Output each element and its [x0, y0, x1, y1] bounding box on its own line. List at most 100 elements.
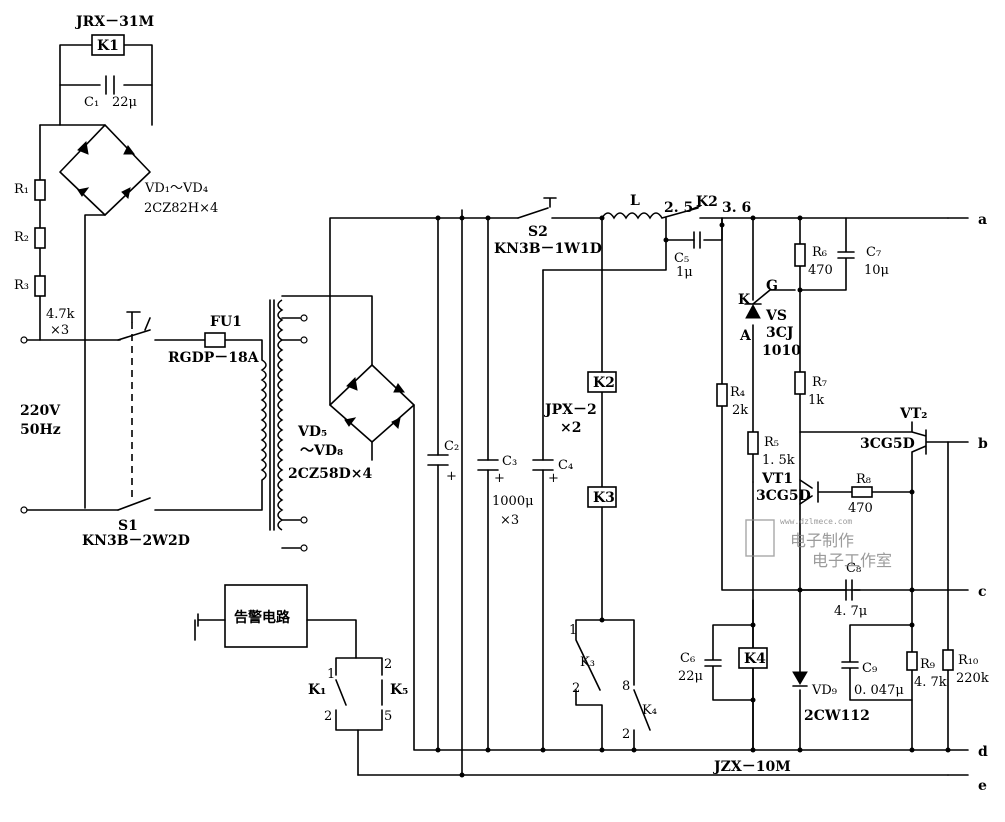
k3-coil-label: K3 — [593, 490, 615, 506]
c2-plus: + — [446, 469, 457, 484]
r5-label: R₅ — [764, 435, 779, 450]
k4-name: K₄ — [642, 703, 657, 718]
k1-coil-label: K1 — [97, 38, 119, 54]
bridge2-model: 2CZ58D×4 — [288, 466, 372, 482]
k2-coil — [587, 371, 617, 393]
k3-name: K₃ — [580, 655, 595, 670]
scr-g: G — [766, 278, 778, 294]
r4-label: R₄ — [730, 385, 745, 400]
terminal-d: d — [978, 744, 988, 760]
mains-input — [20, 311, 263, 514]
alarm-p1: 1 — [327, 667, 335, 682]
c8-label: C₈ — [846, 561, 861, 576]
k2-coil-label: K2 — [593, 375, 615, 391]
watermark-text1: 电子制作 — [790, 531, 854, 550]
vt2-label: VT₂ — [899, 406, 927, 422]
r-count: ×3 — [50, 323, 69, 338]
c5-value: 1μ — [676, 265, 693, 280]
c2-label: C₂ — [444, 439, 459, 454]
s1-label: S1 — [118, 518, 138, 534]
alarm-p2b: 2 — [324, 709, 332, 724]
k3-coil — [587, 486, 617, 508]
k4-pin2: 2 — [622, 727, 630, 742]
s2-model: KN3B－1W1D — [494, 241, 602, 257]
terminal-mains-1[interactable] — [20, 336, 28, 344]
r10-value: 220k — [956, 671, 989, 686]
r9-resistor — [906, 651, 918, 671]
bridge1-label: VD₁～VD₄ — [144, 181, 208, 196]
alarm-label: 告警电路 — [234, 609, 291, 626]
r6-value: 470 — [808, 263, 833, 278]
fuse-model: RGDP－18A — [168, 350, 260, 366]
terminal-mains-2[interactable] — [20, 506, 28, 514]
tap-4[interactable] — [300, 544, 308, 552]
k1-coil — [91, 34, 125, 56]
terminal-a: a — [978, 212, 987, 228]
r4-value: 2k — [732, 403, 748, 418]
labels: JRX－31M K1 C₁ 22μ VD₁～VD₄ 2CZ82H×4 R₁ R₂… — [14, 14, 989, 794]
s1-model: KN3B－2W2D — [82, 533, 190, 549]
k4-coil — [738, 647, 768, 669]
watermark-text2: 电子工作室 — [812, 551, 892, 570]
alarm-circuit-box — [224, 584, 308, 648]
r10-resistor — [942, 649, 954, 671]
c7-label: C₇ — [866, 245, 881, 260]
vd9-label: VD₉ — [811, 683, 837, 698]
vt1-label: VT1 — [761, 471, 793, 487]
watermark-url: www.dzlmece.com — [780, 517, 852, 526]
r7-resistor — [794, 371, 806, 395]
c3-label: C₃ — [502, 454, 517, 469]
jpx-model: JPX－2 — [543, 402, 597, 418]
bridge2-label: VD₅ — [297, 424, 327, 440]
scr-model: 3CJ — [766, 325, 794, 341]
c9-value: 0. 047μ — [854, 683, 904, 698]
c7-value: 10μ — [864, 263, 889, 278]
r4-resistor — [716, 383, 728, 407]
r8-resistor — [851, 486, 873, 498]
k4-coil-label: K4 — [744, 651, 766, 667]
s2-label: S2 — [528, 224, 548, 240]
vd9-model: 2CW112 — [804, 708, 870, 724]
watermark-logo-icon — [745, 519, 775, 557]
k1-loop — [59, 34, 153, 126]
terminal-b: b — [978, 436, 988, 452]
output-terminals — [947, 217, 969, 776]
c9-label: C₉ — [862, 661, 877, 676]
k4-pin8: 8 — [622, 679, 630, 694]
scr-a: A — [739, 328, 752, 344]
control-right — [704, 215, 954, 753]
c1-value: 22μ — [112, 95, 137, 110]
tap-2[interactable] — [300, 336, 308, 344]
r7-value: 1k — [808, 393, 824, 408]
input-resistors — [34, 124, 46, 341]
terminal-c: c — [978, 584, 987, 600]
k3-k4-contacts — [575, 617, 651, 753]
k3-pin2: 2 — [572, 681, 580, 696]
r2-label: R₂ — [14, 230, 29, 245]
r2-resistor — [34, 227, 46, 249]
k1-model-label: JRX－31M — [74, 14, 154, 30]
tap-1[interactable] — [300, 314, 308, 322]
watermark: www.dzlmece.com 电子制作 电子工作室 — [745, 517, 892, 570]
r9-label: R₉ — [920, 657, 935, 672]
scr-rating: 1010 — [762, 343, 801, 359]
alarm-p2: 2 — [384, 657, 392, 672]
mains-freq: 50Hz — [20, 422, 61, 438]
fuse-fu1 — [204, 332, 226, 348]
c8-value: 4. 7μ — [834, 604, 867, 619]
r-value: 4.7k — [46, 307, 75, 322]
k2-contacts-name: K2 — [696, 194, 718, 210]
k3-pin1: 1 — [569, 623, 577, 638]
r7-label: R₇ — [812, 375, 827, 390]
r6-resistor — [794, 243, 806, 267]
scr-name: VS — [765, 308, 787, 324]
alarm-k1: K₁ — [308, 682, 326, 698]
fuse-label: FU1 — [210, 314, 242, 330]
r5-value: 1. 5k — [762, 453, 795, 468]
caps-count: ×3 — [500, 513, 519, 528]
k2-contacts-right: 3. 6 — [722, 200, 751, 216]
tap-3[interactable] — [300, 516, 308, 524]
r5-resistor — [747, 431, 759, 455]
bridge-vd5-vd8 — [329, 217, 949, 751]
